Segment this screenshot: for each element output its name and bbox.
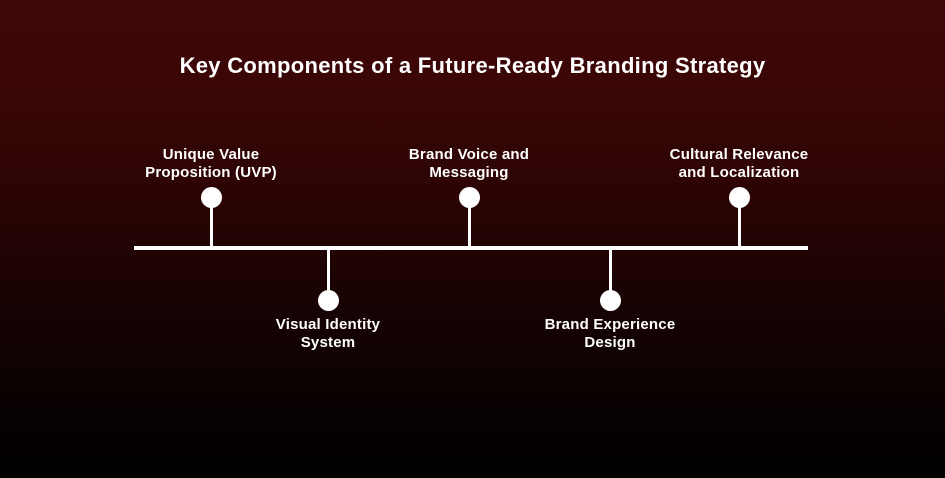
node-connector <box>467 203 471 247</box>
node-connector <box>608 250 612 293</box>
node-label-line2: Proposition (UVP) <box>145 163 277 181</box>
timeline-dot <box>728 187 750 208</box>
timeline-dot <box>599 290 621 311</box>
node-connector <box>737 203 741 247</box>
node-label-line1: Visual Identity <box>275 316 381 333</box>
timeline-dot <box>458 187 480 208</box>
timeline-dot <box>317 290 339 311</box>
node-label-line1: Brand Voice and <box>408 146 530 163</box>
node-label-line1: Brand Experience <box>544 316 676 333</box>
timeline-axis <box>134 246 808 250</box>
node-label: Cultural Relevance and Localization <box>670 146 809 181</box>
node-label-line2: and Localization <box>678 163 800 181</box>
timeline-dot <box>200 187 222 208</box>
node-label-line2: System <box>300 333 356 351</box>
node-connector <box>326 250 330 293</box>
node-label-line2: Messaging <box>429 163 509 181</box>
node-label-line2: Design <box>584 333 636 351</box>
node-label-line1: Cultural Relevance <box>669 146 809 163</box>
node-label-line1: Unique Value <box>162 146 260 163</box>
node-label: Unique Value Proposition (UVP) <box>145 146 277 181</box>
node-label: Visual Identity System <box>276 316 380 351</box>
node-label: Brand Voice and Messaging <box>409 146 529 181</box>
node-label: Brand Experience Design <box>545 316 676 351</box>
page-title: Key Components of a Future-Ready Brandin… <box>179 53 766 78</box>
node-connector <box>209 203 213 247</box>
